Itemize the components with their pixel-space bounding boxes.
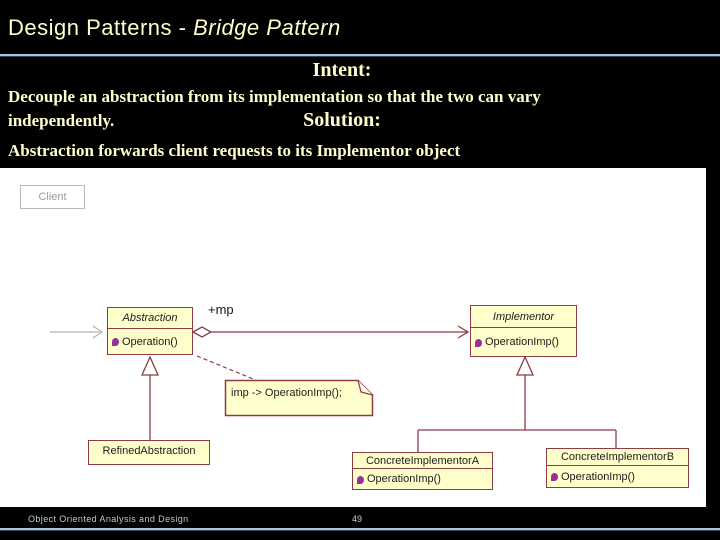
class-name: ConcreteImplementorA [353, 453, 492, 469]
operation-label: OperationImp() [485, 336, 559, 348]
title-emphasis: Bridge Pattern [193, 15, 341, 40]
footer-divider [0, 528, 720, 531]
class-concrete-implementor-a: ConcreteImplementorA OperationImp() [352, 452, 493, 490]
operation-icon [357, 475, 364, 484]
class-concrete-implementor-b: ConcreteImplementorB OperationImp() [546, 448, 689, 488]
operation-label: OperationImp() [367, 473, 441, 485]
note-anchor-line [196, 355, 259, 382]
generalization-triangle-icon [515, 355, 535, 376]
aggregation-diamond-icon [191, 326, 213, 338]
class-operations: OperationImp() [547, 466, 688, 487]
solution-heading: Solution: [303, 109, 381, 131]
solution-text: Abstraction forwards client requests to … [8, 141, 461, 160]
operation-label: OperationImp() [561, 470, 635, 483]
class-operations: OperationImp() [353, 469, 492, 489]
intent-text-line2: independently. [8, 111, 115, 130]
uml-diagram-canvas: Client Abstraction Operation() +mp Imple… [0, 168, 706, 507]
aggregation-connector [191, 325, 470, 339]
note-body [224, 379, 374, 417]
class-name: ConcreteImplementorB [547, 449, 688, 466]
class-name: Implementor [471, 306, 576, 328]
generalization-implementor [417, 355, 617, 452]
class-refined-abstraction: RefinedAbstraction [88, 440, 210, 465]
title-prefix: Design Patterns - [8, 15, 194, 40]
class-abstraction: Abstraction Operation() [107, 307, 193, 355]
association-role-label: +mp [208, 302, 234, 317]
class-implementor: Implementor OperationImp() [470, 305, 577, 357]
slide-title: Design Patterns - Bridge Pattern [8, 15, 341, 41]
note-text: imp -> OperationImp(); [231, 387, 342, 399]
footer-title: Object Oriented Analysis and Design [28, 514, 189, 524]
note-fold-icon [357, 380, 373, 396]
operation-icon [475, 338, 482, 347]
client-label: Client [38, 191, 67, 203]
operation-icon [112, 338, 119, 346]
uml-note: imp -> OperationImp(); [224, 379, 374, 417]
title-divider [0, 54, 720, 57]
class-operations: OperationImp() [471, 328, 576, 356]
client-box: Client [20, 185, 85, 209]
generalization-triangle-icon [140, 355, 160, 376]
class-operations: Operation() [108, 329, 192, 354]
intent-heading: Intent: [312, 59, 372, 81]
generalization-abstraction [140, 355, 160, 440]
class-name: Abstraction [108, 308, 192, 329]
intent-text-line1: Decouple an abstraction from its impleme… [8, 87, 541, 106]
client-association-arrow [50, 325, 104, 339]
operation-label: Operation() [122, 335, 178, 348]
operation-icon [551, 473, 558, 481]
page-number: 49 [352, 514, 363, 524]
